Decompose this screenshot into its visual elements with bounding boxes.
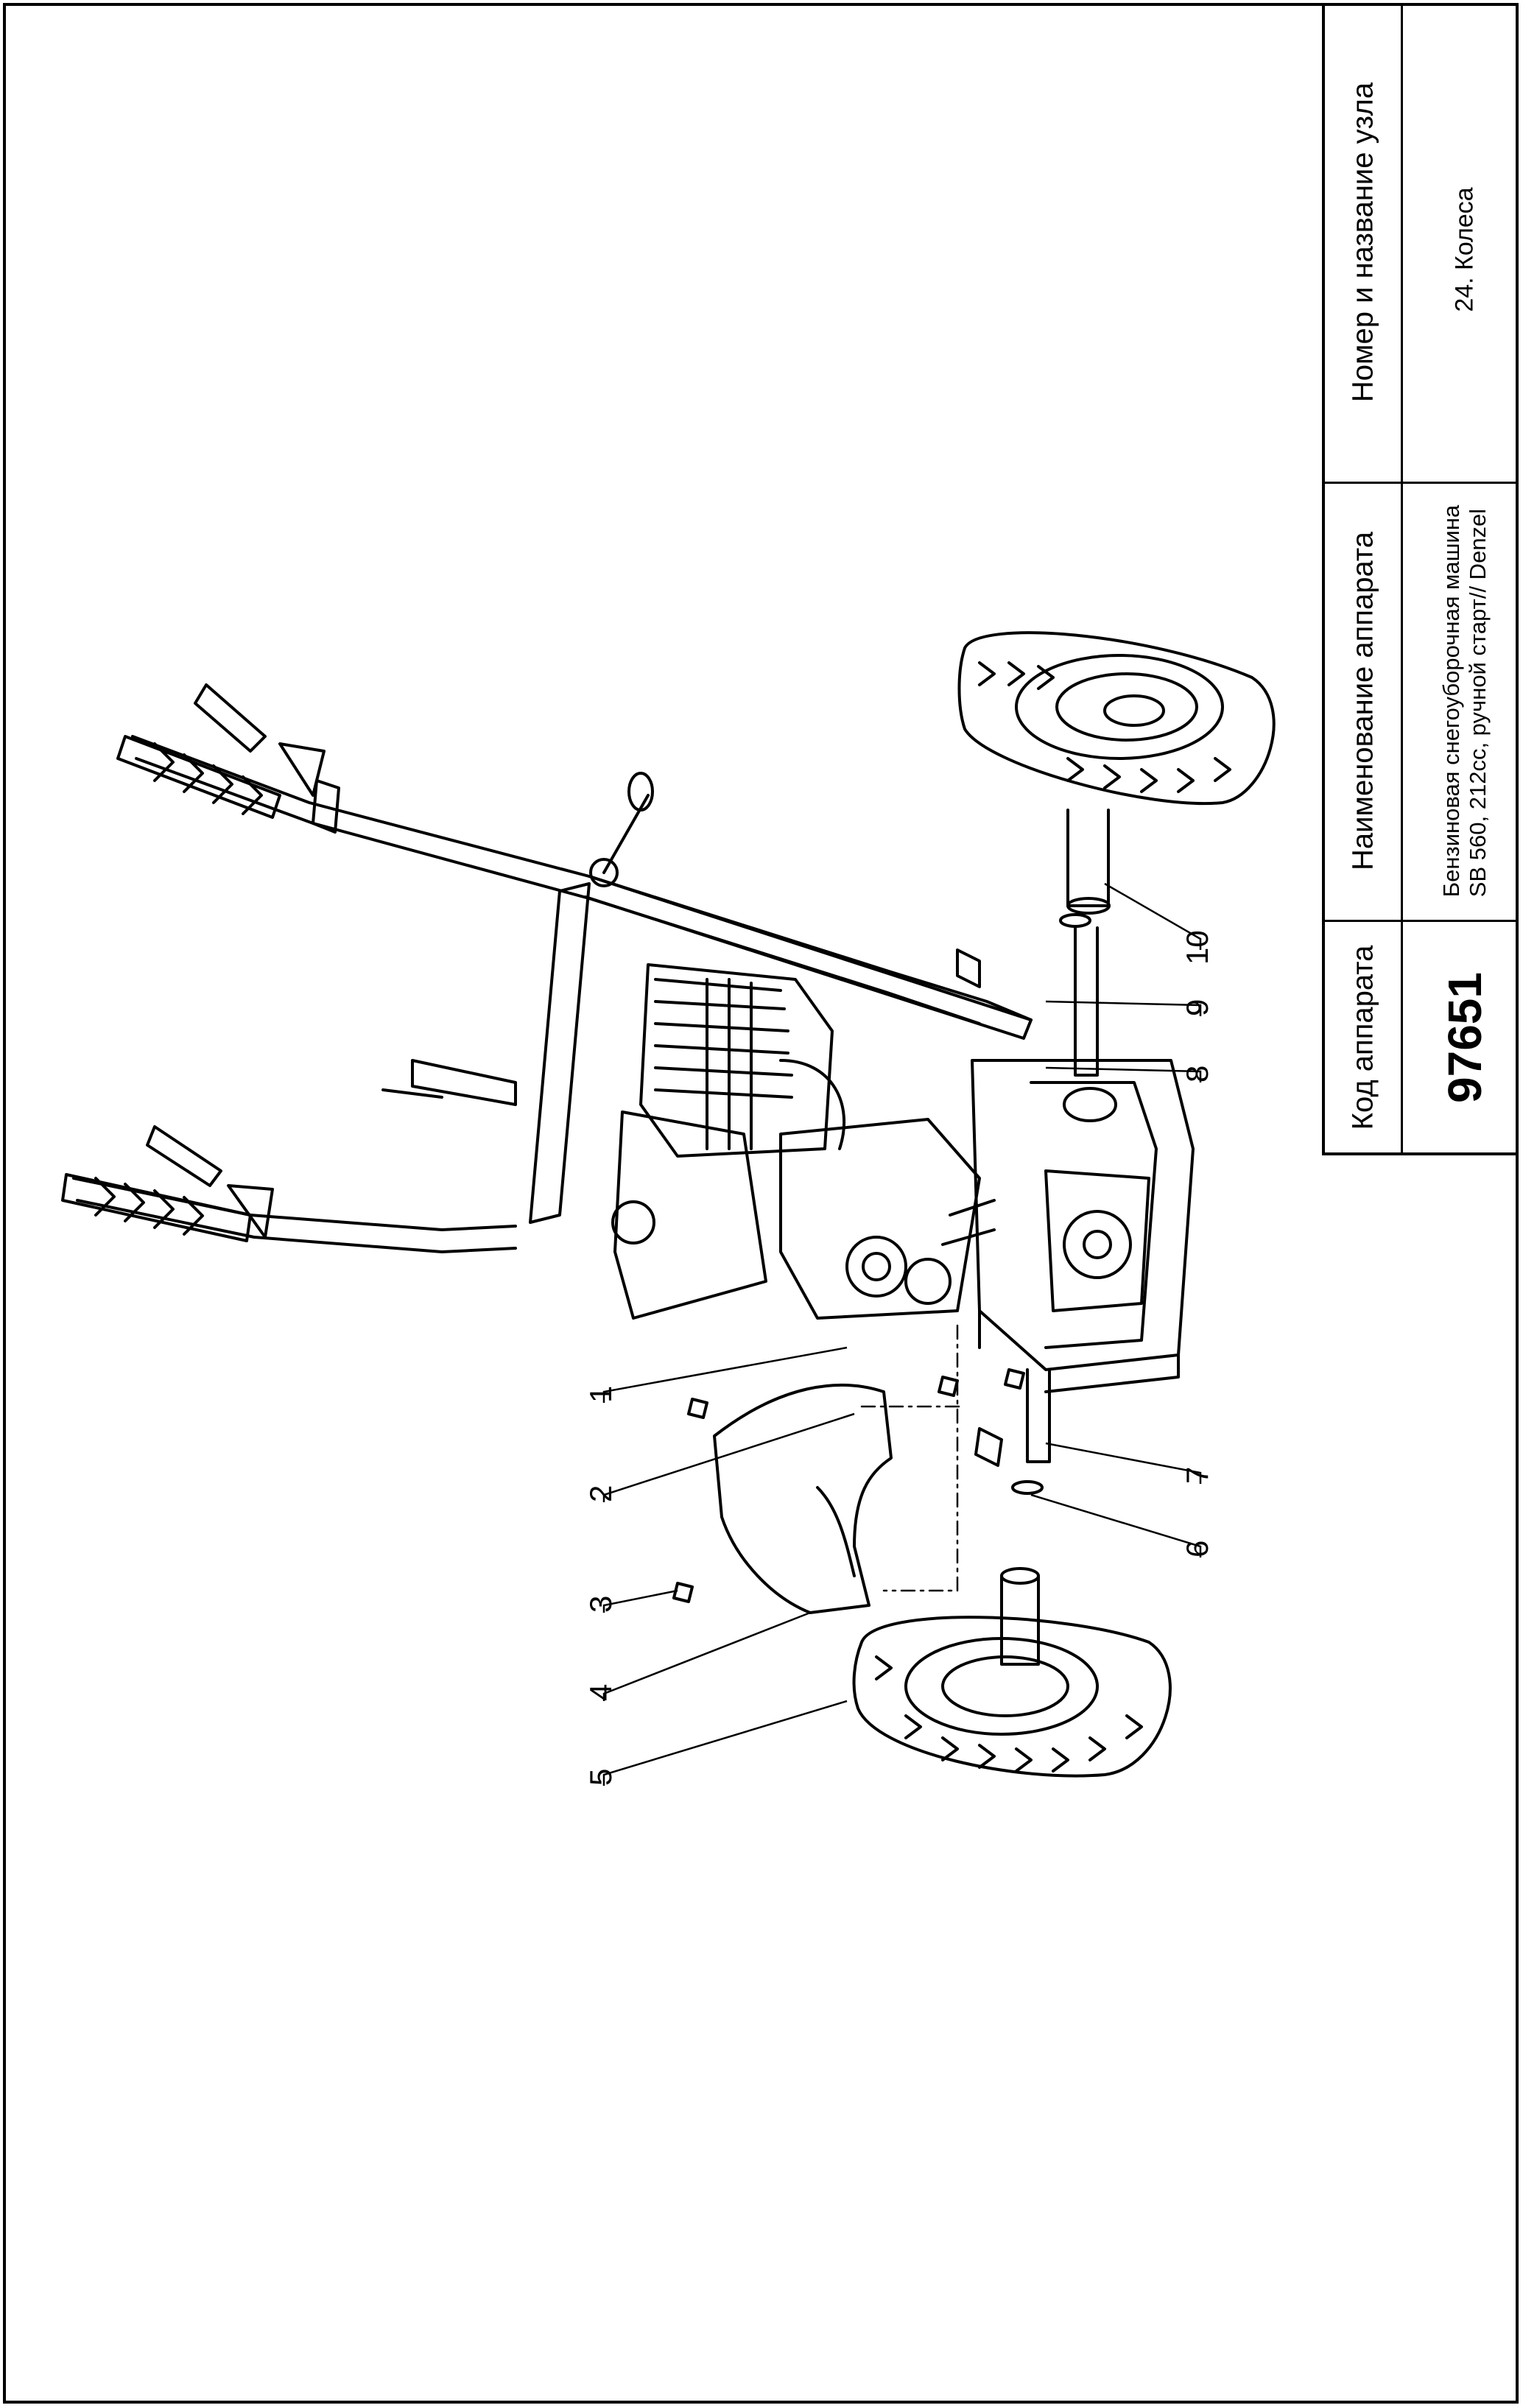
callout-6: 6 (1180, 1541, 1214, 1557)
callout-9: 9 (1180, 999, 1214, 1016)
bolt-3 (672, 1582, 694, 1603)
washer-upper (1059, 913, 1091, 928)
title-block: Номер и название узла 24. Колеса Наимено… (1322, 3, 1519, 1155)
wheel-hub-upper (1066, 809, 1110, 907)
engine (611, 963, 996, 1320)
belt-cover (713, 1383, 893, 1614)
bolt-1 (687, 1398, 708, 1419)
drawing-frame (3, 3, 1519, 2404)
callout-4: 4 (583, 1684, 618, 1701)
wheel-upper (957, 631, 1276, 805)
callout-3: 3 (583, 1596, 618, 1613)
right-handle-grip (61, 1125, 274, 1242)
left-handle-grip (116, 683, 326, 819)
washer-lower (1011, 1480, 1044, 1495)
callout-1: 1 (583, 1386, 618, 1403)
callout-2: 2 (583, 1485, 618, 1502)
title-block-divider (1401, 3, 1403, 1152)
title-block-row-divider (1325, 920, 1519, 922)
axle-lower (1026, 1368, 1051, 1463)
frame-plate (529, 882, 591, 1224)
title-block-row-divider (1325, 482, 1519, 484)
cotter-pin-lower (974, 1427, 1003, 1467)
wheel-lower (852, 1616, 1172, 1778)
callout-labels: 1 2 3 4 5 6 7 8 9 10 (583, 930, 1214, 1786)
callout-7: 7 (1180, 1467, 1214, 1484)
callout-10: 10 (1180, 930, 1214, 965)
drive-housing (971, 1059, 1195, 1393)
handle-bar-lower (72, 1059, 517, 1253)
callout-8: 8 (1180, 1066, 1214, 1082)
callout-leaders (602, 882, 1202, 1786)
callout-5: 5 (583, 1769, 618, 1786)
cotter-pin-upper (956, 948, 981, 988)
